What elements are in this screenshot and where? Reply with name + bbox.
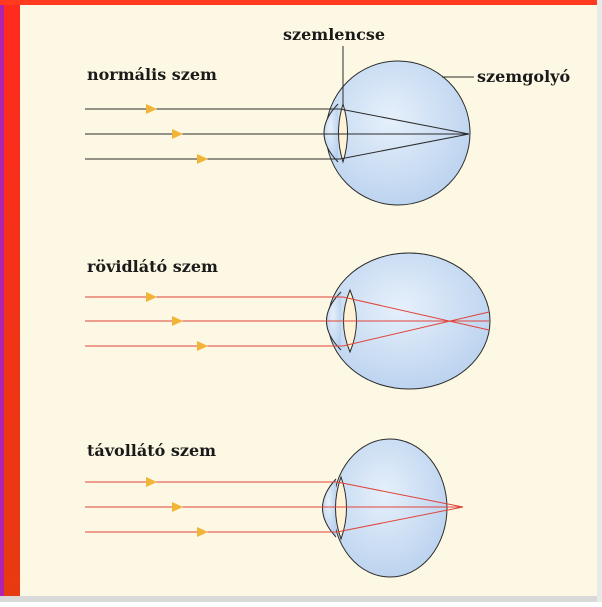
ray-arrow bbox=[197, 527, 208, 537]
refracted-ray bbox=[342, 311, 490, 347]
left-red-bar bbox=[4, 0, 20, 602]
refracted-ray bbox=[336, 506, 464, 533]
ray-arrow bbox=[197, 154, 208, 164]
bottom-border bbox=[0, 596, 602, 602]
top-red-bar bbox=[0, 0, 602, 5]
ray-arrow bbox=[146, 477, 157, 487]
ray-arrow bbox=[197, 341, 208, 351]
ray-arrow bbox=[172, 316, 183, 326]
eyeball bbox=[332, 438, 448, 578]
ray-arrow bbox=[172, 129, 183, 139]
panel-hyperopic-eye: távollátó szem bbox=[85, 438, 464, 578]
refracted-ray bbox=[342, 296, 490, 331]
refracted-ray bbox=[336, 481, 464, 508]
refracted-ray bbox=[339, 133, 470, 160]
eyeball-label: szemgolyó bbox=[477, 67, 570, 86]
lens bbox=[335, 475, 347, 541]
ray-arrow bbox=[146, 104, 157, 114]
right-border bbox=[597, 0, 602, 602]
panel-title: normális szem bbox=[87, 65, 217, 84]
panel-title: rövidlátó szem bbox=[87, 257, 218, 276]
lens bbox=[338, 102, 348, 164]
panel-normal-eye: normális szem bbox=[85, 60, 471, 206]
ray-arrow bbox=[146, 292, 157, 302]
panel-title: távollátó szem bbox=[87, 441, 216, 460]
refracted-ray bbox=[339, 108, 470, 135]
left-purple-stripe bbox=[0, 0, 4, 602]
lens-label: szemlencse bbox=[283, 25, 385, 44]
ray-arrow bbox=[172, 502, 183, 512]
panel-myopic-eye: rövidlátó szem bbox=[85, 252, 491, 390]
